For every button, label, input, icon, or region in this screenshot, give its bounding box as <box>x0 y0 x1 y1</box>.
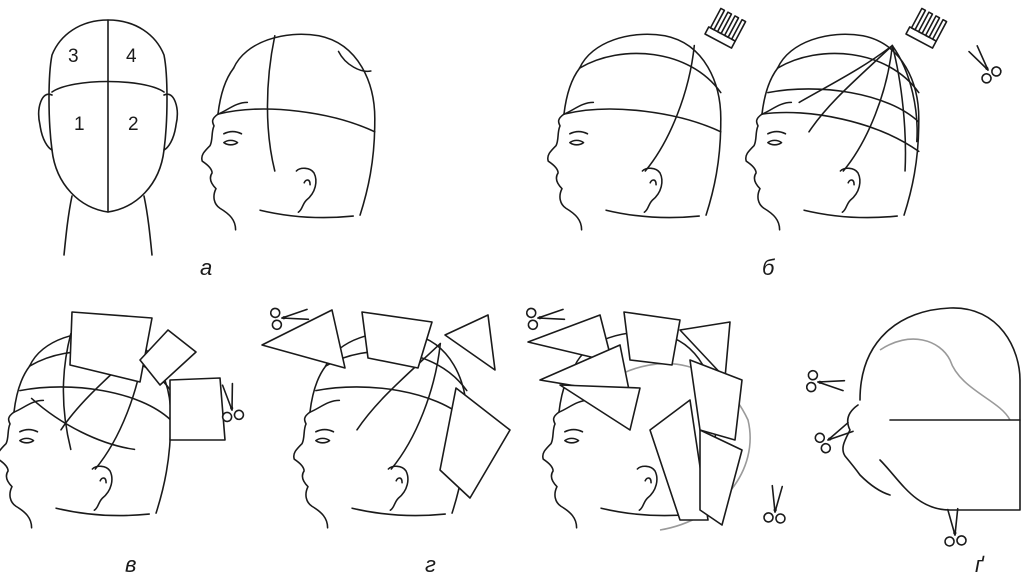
caption-g: г <box>425 552 436 577</box>
caption-g2: ґ <box>975 552 985 577</box>
scissors-icon <box>526 304 565 330</box>
zone-label-4: 4 <box>126 46 137 67</box>
strand-panel <box>440 388 510 498</box>
profile-head-sections <box>746 34 919 230</box>
profile-head-comb <box>548 34 721 230</box>
zone-label-2: 2 <box>128 114 139 135</box>
strand-panel <box>170 378 225 440</box>
strand-panel <box>362 312 432 368</box>
scissors-icon <box>814 418 856 454</box>
caption-b: б <box>762 255 776 280</box>
scissors-icon <box>764 485 788 523</box>
finished-haircut-head <box>843 308 1020 510</box>
scissors-icon <box>806 370 845 396</box>
zone-label-1: 1 <box>74 114 85 135</box>
scissors-icon <box>964 43 1002 85</box>
profile-head-sectioned <box>202 34 375 230</box>
caption-a: а <box>200 255 212 280</box>
caption-v: в <box>125 552 136 577</box>
front-view-head <box>39 20 178 255</box>
comb-icon <box>705 8 746 49</box>
comb-icon <box>906 8 947 49</box>
scissors-icon <box>942 508 966 546</box>
strand-panel <box>70 312 152 382</box>
zone-label-3: 3 <box>68 46 79 67</box>
